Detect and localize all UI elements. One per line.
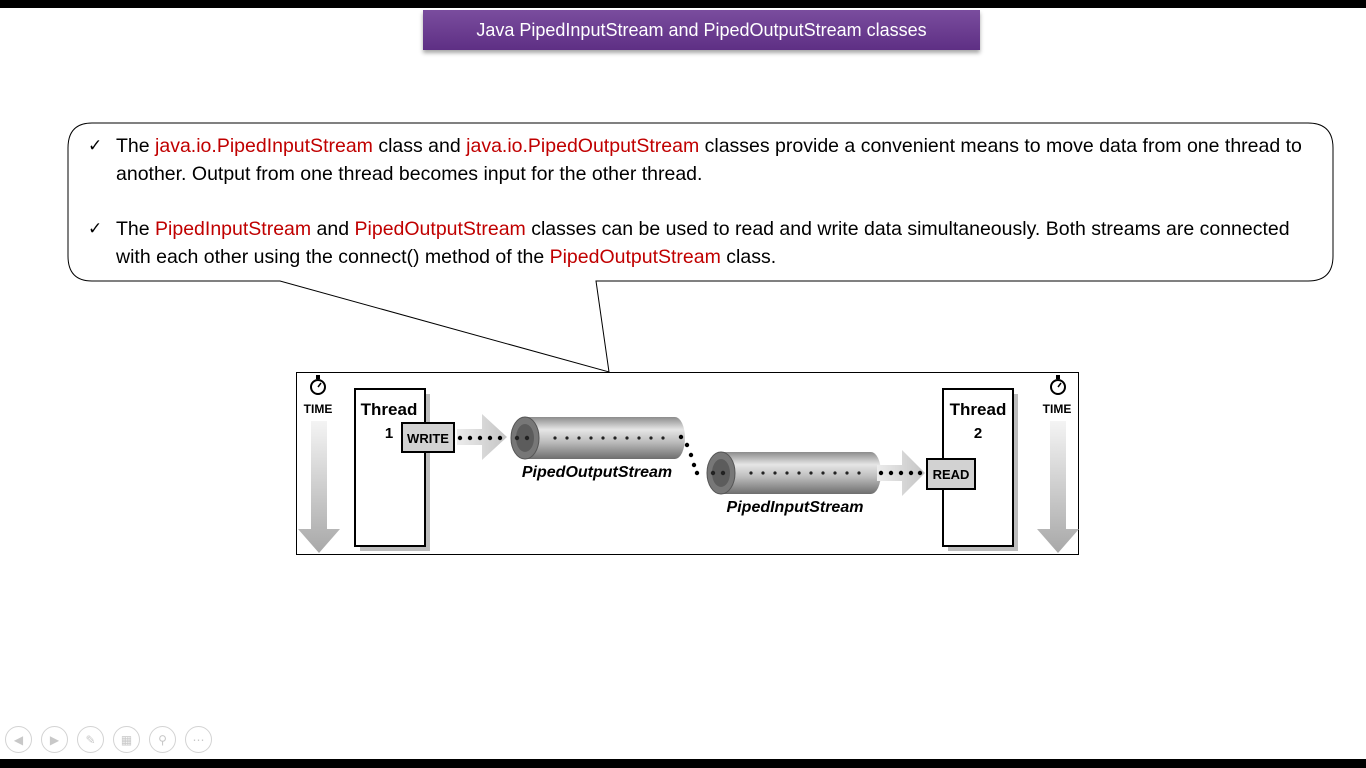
write-box <box>401 422 455 453</box>
checkmark-icon: ✓ <box>88 219 103 239</box>
class-name: PipedOutputStream <box>549 246 721 268</box>
read-label: READ <box>933 467 970 482</box>
time-label: TIME <box>304 402 333 416</box>
zoom-icon[interactable]: ⚲ <box>149 726 176 753</box>
stopwatch-icon <box>310 375 326 395</box>
bullet-item: ✓ The java.io.PipedInputStream class and… <box>88 132 1313 188</box>
bullet-item: ✓ The PipedInputStream and PipedOutputSt… <box>88 215 1313 271</box>
piped-output-stream-label: PipedOutputStream <box>522 464 672 481</box>
thread-1-box <box>354 388 426 547</box>
class-name: java.io.PipedInputStream <box>155 135 373 157</box>
piped-stream-diagram: TIME TIME Thread 1 WRITE <box>296 372 1079 555</box>
thread-2-label: Thread <box>950 400 1007 419</box>
slideshow-nav: ◀ ▶ ✎ ▦ ⚲ ⋯ <box>5 726 212 753</box>
pen-icon[interactable]: ✎ <box>77 726 104 753</box>
time-arrow-down-icon <box>1037 421 1079 553</box>
checkmark-icon: ✓ <box>88 136 103 156</box>
more-icon[interactable]: ⋯ <box>185 726 212 753</box>
read-box <box>926 458 976 490</box>
slide-title: Java PipedInputStream and PipedOutputStr… <box>423 10 980 50</box>
thread-1-label: Thread <box>361 400 418 419</box>
thread-2-number: 2 <box>974 425 982 442</box>
slides-icon[interactable]: ▦ <box>113 726 140 753</box>
class-name: java.io.PipedOutputStream <box>466 135 700 157</box>
piped-input-stream-tube <box>706 451 881 495</box>
bullet-list: ✓ The java.io.PipedInputStream class and… <box>88 132 1313 298</box>
class-name: PipedInputStream <box>155 218 312 240</box>
prev-icon[interactable]: ◀ <box>5 726 32 753</box>
time-label: TIME <box>1043 402 1072 416</box>
class-name: PipedOutputStream <box>354 218 526 240</box>
thread-1-number: 1 <box>385 425 393 442</box>
next-icon[interactable]: ▶ <box>41 726 68 753</box>
callout-bubble <box>67 122 1334 373</box>
top-letterbox <box>0 0 1366 8</box>
piped-input-stream-label: PipedInputStream <box>727 499 864 516</box>
stopwatch-icon <box>1050 375 1066 395</box>
bottom-letterbox <box>0 759 1366 768</box>
flow-arrow-icon <box>457 414 507 460</box>
piped-output-stream-tube <box>510 416 685 460</box>
write-label: WRITE <box>407 431 449 446</box>
time-arrow-down-icon <box>298 421 340 553</box>
